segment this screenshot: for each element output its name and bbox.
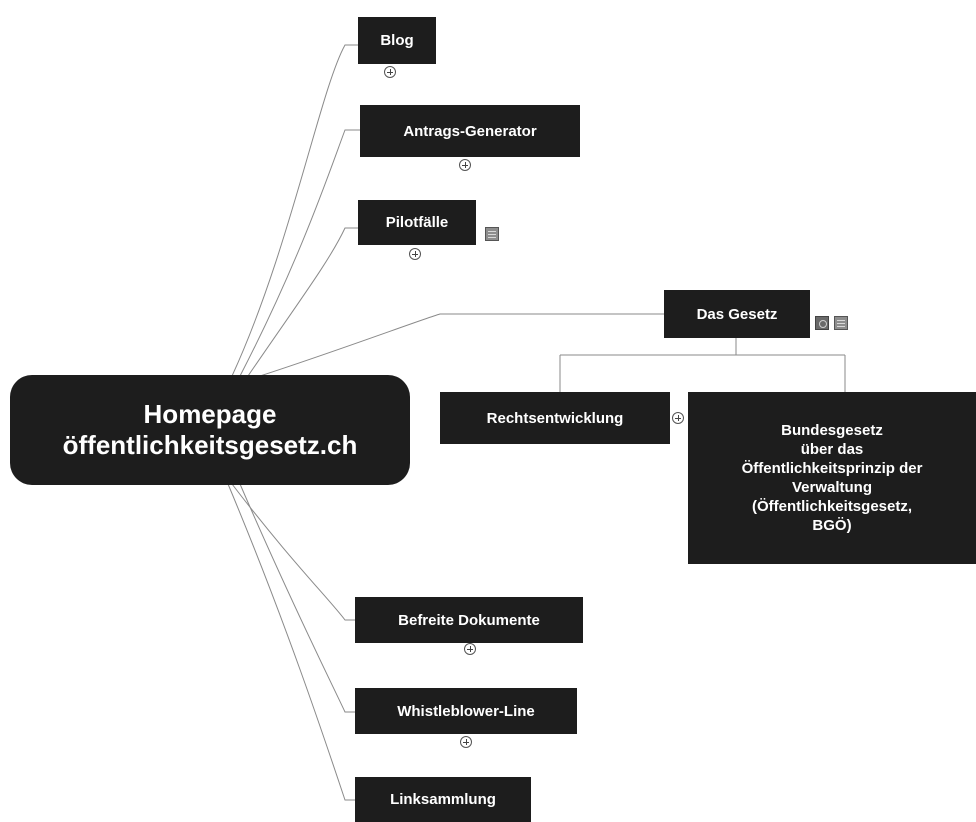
node-whistleblower-line[interactable]: Whistleblower-Line bbox=[355, 688, 577, 734]
node-pilotfaelle-label: Pilotfälle bbox=[385, 214, 449, 231]
node-antrags-generator-label: Antrags-Generator bbox=[403, 122, 537, 140]
node-whistleblower-line-label: Whistleblower-Line bbox=[397, 702, 535, 720]
connector-befreite bbox=[231, 483, 355, 621]
node-linksammlung[interactable]: Linksammlung bbox=[355, 777, 531, 822]
bundesgesetz-line6: BGÖ) bbox=[812, 517, 852, 534]
bundesgesetz-line2: über das bbox=[800, 441, 864, 458]
bundesgesetz-line5: (Öffentlichkeitsgesetz, bbox=[751, 498, 913, 515]
root-node-homepage[interactable]: Homepage öffentlichkeitsgesetz.ch bbox=[10, 375, 410, 485]
note-icon-das-gesetz[interactable] bbox=[834, 316, 848, 330]
node-blog[interactable]: Blog bbox=[358, 17, 436, 64]
expand-icon-blog[interactable] bbox=[384, 66, 396, 78]
connector-whistle bbox=[239, 483, 355, 713]
node-pilotfaelle[interactable]: Pilotfälle bbox=[358, 200, 476, 245]
expand-icon-whistleblower-line[interactable] bbox=[460, 736, 472, 748]
link-icon-das-gesetz[interactable] bbox=[815, 316, 829, 330]
node-antrags-generator[interactable]: Antrags-Generator bbox=[360, 105, 580, 157]
node-befreite-dokumente[interactable]: Befreite Dokumente bbox=[355, 597, 583, 643]
bundesgesetz-line1: Bundesgesetz bbox=[781, 422, 883, 439]
expand-icon-rechtsentwicklung[interactable] bbox=[672, 412, 684, 424]
note-icon-pilotfaelle[interactable] bbox=[485, 227, 499, 241]
connector-pilot bbox=[247, 227, 358, 377]
node-befreite-dokumente-label: Befreite Dokumente bbox=[398, 611, 540, 629]
node-das-gesetz[interactable]: Das Gesetz bbox=[664, 290, 810, 338]
node-das-gesetz-label: Das Gesetz bbox=[696, 305, 778, 323]
expand-icon-befreite-dokumente[interactable] bbox=[464, 643, 476, 655]
expand-icon-antrags-generator[interactable] bbox=[459, 159, 471, 171]
node-blog-label: Blog bbox=[380, 32, 414, 49]
connector-antrag bbox=[239, 129, 360, 377]
expand-icon-pilotfaelle[interactable] bbox=[409, 248, 421, 260]
root-title-line2: öffentlichkeitsgesetz.ch bbox=[62, 430, 358, 460]
root-title-line1: Homepage bbox=[143, 399, 277, 429]
bundesgesetz-line4: Verwaltung bbox=[791, 479, 873, 496]
node-rechtsentwicklung-label: Rechtsentwicklung bbox=[486, 409, 624, 427]
connector-links bbox=[227, 483, 355, 801]
node-bundesgesetz[interactable]: Bundesgesetz über das Öffentlichkeitspri… bbox=[688, 392, 976, 564]
node-rechtsentwicklung[interactable]: Rechtsentwicklung bbox=[440, 392, 670, 444]
bundesgesetz-line3: Öffentlichkeitsprinzip der bbox=[741, 460, 923, 477]
connector-gesetz bbox=[259, 313, 664, 377]
connector-blog bbox=[231, 44, 358, 377]
node-linksammlung-label: Linksammlung bbox=[390, 791, 496, 808]
